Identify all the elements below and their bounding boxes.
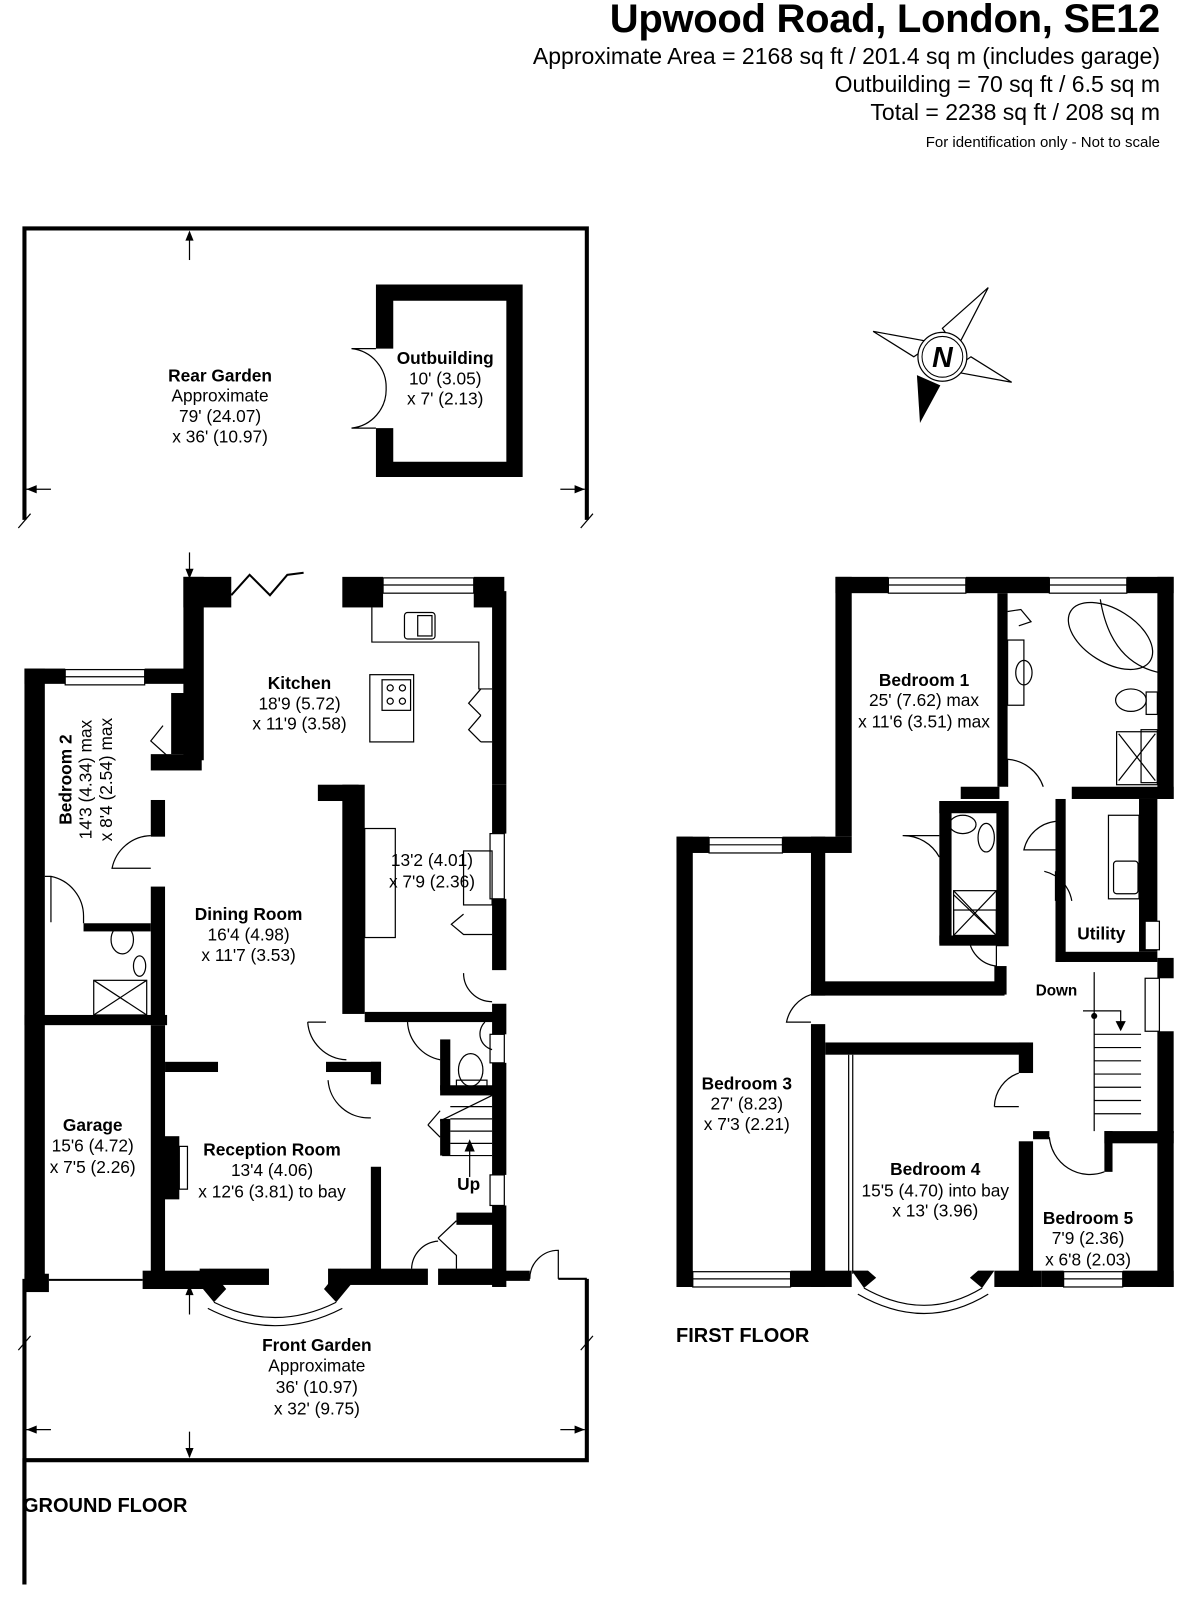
svg-text:Front Garden: Front Garden: [262, 1335, 372, 1355]
room-label-bedroom-1: Bedroom 1 25' (7.62) max x 11'6 (3.51) m…: [858, 670, 990, 732]
svg-text:18'9 (5.72): 18'9 (5.72): [258, 693, 340, 713]
ground-floor-walls: Up: [24, 571, 587, 1327]
room-label-rear-garden: Rear Garden Approximate 79' (24.07) x 36…: [168, 365, 272, 446]
svg-text:25' (7.62) max: 25' (7.62) max: [869, 690, 979, 710]
ground-floor-plan: Up: [17, 226, 594, 1585]
svg-text:Bedroom 1: Bedroom 1: [879, 670, 970, 690]
svg-text:Rear Garden: Rear Garden: [168, 365, 272, 385]
svg-text:Bedroom 2: Bedroom 2: [55, 734, 75, 824]
svg-text:27' (8.23): 27' (8.23): [711, 1094, 784, 1114]
compass-letter: N: [932, 342, 954, 374]
kitchen-fittings: [364, 607, 493, 1003]
svg-text:x 36' (10.97): x 36' (10.97): [172, 426, 268, 446]
svg-text:15'6 (4.72): 15'6 (4.72): [52, 1135, 134, 1155]
first-floor-walls: Down: [676, 576, 1174, 1314]
svg-text:Reception Room: Reception Room: [203, 1140, 340, 1160]
svg-text:x 12'6 (3.81) to bay: x 12'6 (3.81) to bay: [198, 1181, 346, 1201]
svg-text:Outbuilding: Outbuilding: [397, 348, 494, 368]
plan-header: Upwood Road, London, SE12 Approximate Ar…: [533, 0, 1160, 154]
dimension-arrows: [26, 230, 585, 1459]
room-label-garage: Garage 15'6 (4.72) x 7'5 (2.26): [50, 1115, 136, 1177]
stairs-up-label: Up: [457, 1174, 480, 1194]
total-area: Total = 2238 sq ft / 208 sq m: [870, 99, 1160, 125]
svg-text:Bedroom 4: Bedroom 4: [890, 1159, 981, 1179]
svg-text:x 7' (2.13): x 7' (2.13): [407, 389, 483, 409]
room-label-utility: Utility: [1077, 924, 1125, 944]
svg-text:Approximate: Approximate: [172, 386, 269, 406]
svg-text:x 32' (9.75): x 32' (9.75): [274, 1398, 360, 1418]
svg-text:x 6'8 (2.03): x 6'8 (2.03): [1045, 1250, 1131, 1270]
room-label-dining-room: Dining Room 16'4 (4.98) x 11'7 (3.53): [195, 904, 303, 965]
svg-text:Garage: Garage: [63, 1115, 123, 1135]
room-label-bedroom-4: Bedroom 4 15'5 (4.70) into bay x 13' (3.…: [861, 1159, 1009, 1221]
outbuilding: [351, 284, 523, 478]
disclaimer: For identification only - Not to scale: [925, 134, 1160, 151]
svg-text:Dining Room: Dining Room: [195, 904, 303, 924]
room-label-kitchen: Kitchen 18'9 (5.72) x 11'9 (3.58): [252, 673, 346, 734]
room-label-kitchen-annex: 13'2 (4.01) x 7'9 (2.36): [389, 850, 475, 891]
svg-text:13'2 (4.01): 13'2 (4.01): [391, 850, 473, 870]
svg-text:Approximate: Approximate: [268, 1356, 365, 1376]
svg-text:7'9 (2.36): 7'9 (2.36): [1052, 1228, 1125, 1248]
svg-text:15'5 (4.70) into bay: 15'5 (4.70) into bay: [861, 1180, 1009, 1200]
svg-text:10' (3.05): 10' (3.05): [409, 368, 482, 388]
room-label-bedroom-5: Bedroom 5 7'9 (2.36) x 6'8 (2.03): [1043, 1208, 1134, 1270]
svg-text:x 8'4 (2.54) max: x 8'4 (2.54) max: [96, 718, 116, 842]
room-label-bedroom-3: Bedroom 3 27' (8.23) x 7'3 (2.21): [702, 1073, 792, 1134]
svg-text:x 7'3 (2.21): x 7'3 (2.21): [704, 1114, 790, 1134]
svg-text:13'4 (4.06): 13'4 (4.06): [231, 1160, 313, 1180]
first-floor-stairs: Down: [1036, 972, 1142, 1132]
svg-text:79' (24.07): 79' (24.07): [179, 406, 261, 426]
svg-text:x 7'9 (2.36): x 7'9 (2.36): [389, 872, 475, 892]
svg-text:x 13' (3.96): x 13' (3.96): [892, 1201, 978, 1221]
svg-text:Bedroom 5: Bedroom 5: [1043, 1208, 1134, 1228]
outbuilding-area: Outbuilding = 70 sq ft / 6.5 sq m: [834, 71, 1160, 97]
page-title: Upwood Road, London, SE12: [609, 0, 1161, 41]
svg-text:36' (10.97): 36' (10.97): [276, 1377, 358, 1397]
room-label-front-garden: Front Garden Approximate 36' (10.97) x 3…: [262, 1335, 372, 1418]
svg-text:x 11'9 (3.58): x 11'9 (3.58): [252, 714, 346, 734]
first-floor-label: FIRST FLOOR: [676, 1325, 810, 1347]
room-label-outbuilding: Outbuilding 10' (3.05) x 7' (2.13): [397, 348, 494, 409]
room-label-bedroom-2: Bedroom 2 14'3 (4.34) max x 8'4 (2.54) m…: [55, 718, 116, 842]
svg-text:x 7'5 (2.26): x 7'5 (2.26): [50, 1157, 136, 1177]
svg-text:14'3 (4.34) max: 14'3 (4.34) max: [76, 719, 96, 839]
svg-text:Bedroom 3: Bedroom 3: [702, 1073, 792, 1093]
svg-text:16'4 (4.98): 16'4 (4.98): [208, 925, 290, 945]
svg-text:x 11'7 (3.53): x 11'7 (3.53): [201, 945, 295, 965]
room-label-reception-room: Reception Room 13'4 (4.06) x 12'6 (3.81)…: [198, 1140, 346, 1202]
svg-text:x 11'6 (3.51) max: x 11'6 (3.51) max: [858, 712, 990, 732]
ground-floor-stairs: Up: [427, 1094, 493, 1194]
svg-text:Utility: Utility: [1077, 924, 1125, 944]
first-floor-plan: Down Bedroom 1 25' (7.62) max x 11'6 (3.…: [676, 576, 1174, 1314]
ground-floor-label: GROUND FLOOR: [23, 1495, 188, 1517]
stairs-down-label: Down: [1036, 983, 1078, 1000]
north-compass-icon: N: [872, 287, 1012, 424]
svg-text:Kitchen: Kitchen: [268, 673, 331, 693]
approximate-area: Approximate Area = 2168 sq ft / 201.4 sq…: [532, 43, 1160, 69]
